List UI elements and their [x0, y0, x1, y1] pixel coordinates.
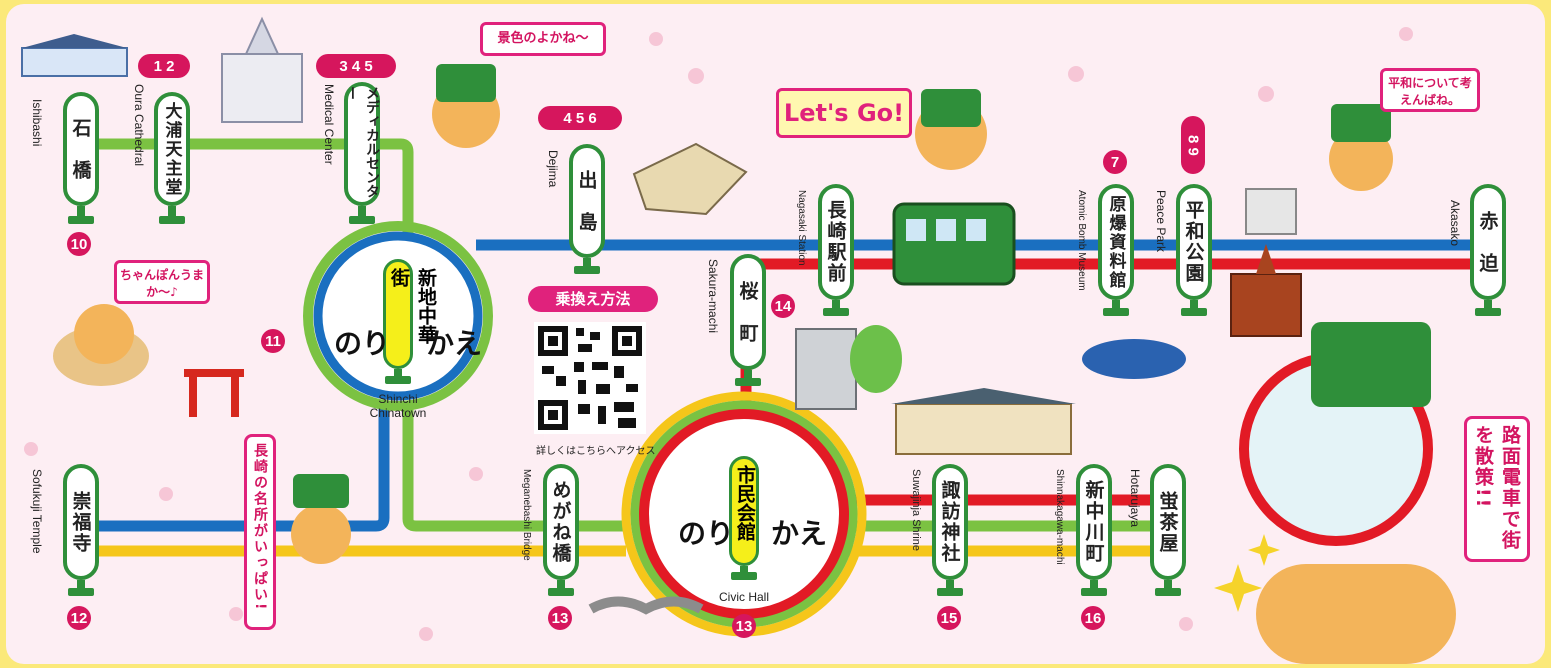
- qr-title: 乗換え方法: [528, 286, 658, 312]
- hub-civic-label: 市民会館: [734, 465, 756, 541]
- station-sofukuji-label: 崇福寺: [69, 490, 92, 554]
- spot-number: 4 5 6: [538, 106, 622, 130]
- station-suwajinja-en: Suwajinja Shrine: [910, 469, 922, 551]
- transfer-label-right: かえ: [771, 517, 828, 550]
- qr-caption: 詳しくはこちらへアクセス: [536, 446, 656, 457]
- transfer-label-left: のり: [678, 517, 735, 550]
- bubble-letsgo: Let's Go!: [776, 88, 912, 138]
- station-oura-label: 大浦天主堂: [161, 101, 182, 197]
- station-meganebashi-label: めがね橋: [549, 480, 572, 564]
- station-medical-en: Medical Center: [322, 84, 336, 165]
- station-meganebashi-en: Meganebashi Bridge: [521, 469, 532, 561]
- station-ishibashi-en: Ishibashi: [30, 99, 44, 147]
- station-hotarujaya-label: 蛍茶屋: [1156, 490, 1179, 554]
- spot-number: 12: [67, 606, 91, 630]
- hub-shinchi-en2: Chinatown: [369, 406, 427, 420]
- station-akasako-en: Akasako: [1448, 200, 1462, 247]
- transfer-label-right: かえ: [426, 327, 483, 360]
- station-akasako-label: 赤 迫: [1476, 210, 1499, 274]
- bubble-heiwa: 平和について考えんばね。: [1380, 68, 1480, 112]
- station-genbaku-label: 原爆資料館: [1105, 194, 1126, 290]
- station-nagasakiekimae-en: Nagasaki Station: [796, 190, 807, 266]
- station-shinnakagawa-label: 新中川町: [1082, 480, 1105, 564]
- spot-number: 10: [67, 232, 91, 256]
- spot-number: 14: [771, 294, 795, 318]
- bubble-keshiki: 景色のよかね〜: [480, 22, 606, 56]
- station-genbaku-en: Atomic Bomb Museum: [1076, 190, 1087, 291]
- station-hotarujaya-en: Hotarujaya: [1128, 469, 1142, 528]
- bubble-romen: 路面電車で街を散策!!: [1464, 416, 1530, 562]
- shinchi-ring-outer: [303, 221, 493, 411]
- station-ishibashi-label: 石 橋: [69, 117, 92, 181]
- spot-number: 11: [261, 329, 285, 353]
- station-heiwakoen-label: 平和公園: [1182, 200, 1205, 284]
- station-sofukuji-en: Sofukuji Temple: [30, 469, 44, 554]
- spot-number: 13: [732, 614, 756, 638]
- station-sakuramachi-en: Sakura-machi: [706, 259, 720, 334]
- transfer-label-left: のり: [334, 327, 391, 360]
- qr-code-icon[interactable]: [534, 322, 646, 434]
- spot-number: 15: [937, 606, 961, 630]
- station-suwajinja-label: 諏訪神社: [938, 480, 961, 564]
- spot-number: 16: [1081, 606, 1105, 630]
- bubble-champon: ちゃんぽんうまか〜♪: [114, 260, 210, 304]
- bubble-meisho: 長崎の名所がいっぱい!: [244, 434, 276, 630]
- station-nagasakiekimae-label: 長崎駅前: [824, 200, 847, 284]
- landmark-illustrations: [21, 16, 1302, 615]
- hub-civic-en: Civic Hall: [718, 590, 769, 604]
- spot-number: 13: [548, 606, 572, 630]
- spot-number: 8 9: [1181, 116, 1205, 174]
- station-shinnakagawa-en: Shinnakagawa-machi: [1054, 469, 1065, 565]
- spot-number: 7: [1103, 150, 1127, 174]
- station-heiwakoen-en: Peace Park: [1154, 190, 1168, 253]
- station-sakuramachi-label: 桜 町: [736, 280, 759, 344]
- spot-number: 3 4 5: [316, 54, 396, 78]
- station-medical-label: メディカルセンター: [344, 86, 380, 198]
- hub-shinchi-en1: Shinchi: [378, 392, 418, 406]
- hub-shinchi-label: 新地中華街: [388, 268, 437, 344]
- tram-route-map: 石 橋 Ishibashi 10 大浦天主堂 Oura Cathedral 1 …: [6, 4, 1545, 664]
- station-oura-en: Oura Cathedral: [132, 84, 146, 167]
- station-dejima-label: 出 島: [575, 169, 598, 233]
- mascot-illustrations: [74, 64, 1456, 664]
- spot-number: 1 2: [138, 54, 190, 78]
- station-dejima-en: Dejima: [546, 150, 560, 188]
